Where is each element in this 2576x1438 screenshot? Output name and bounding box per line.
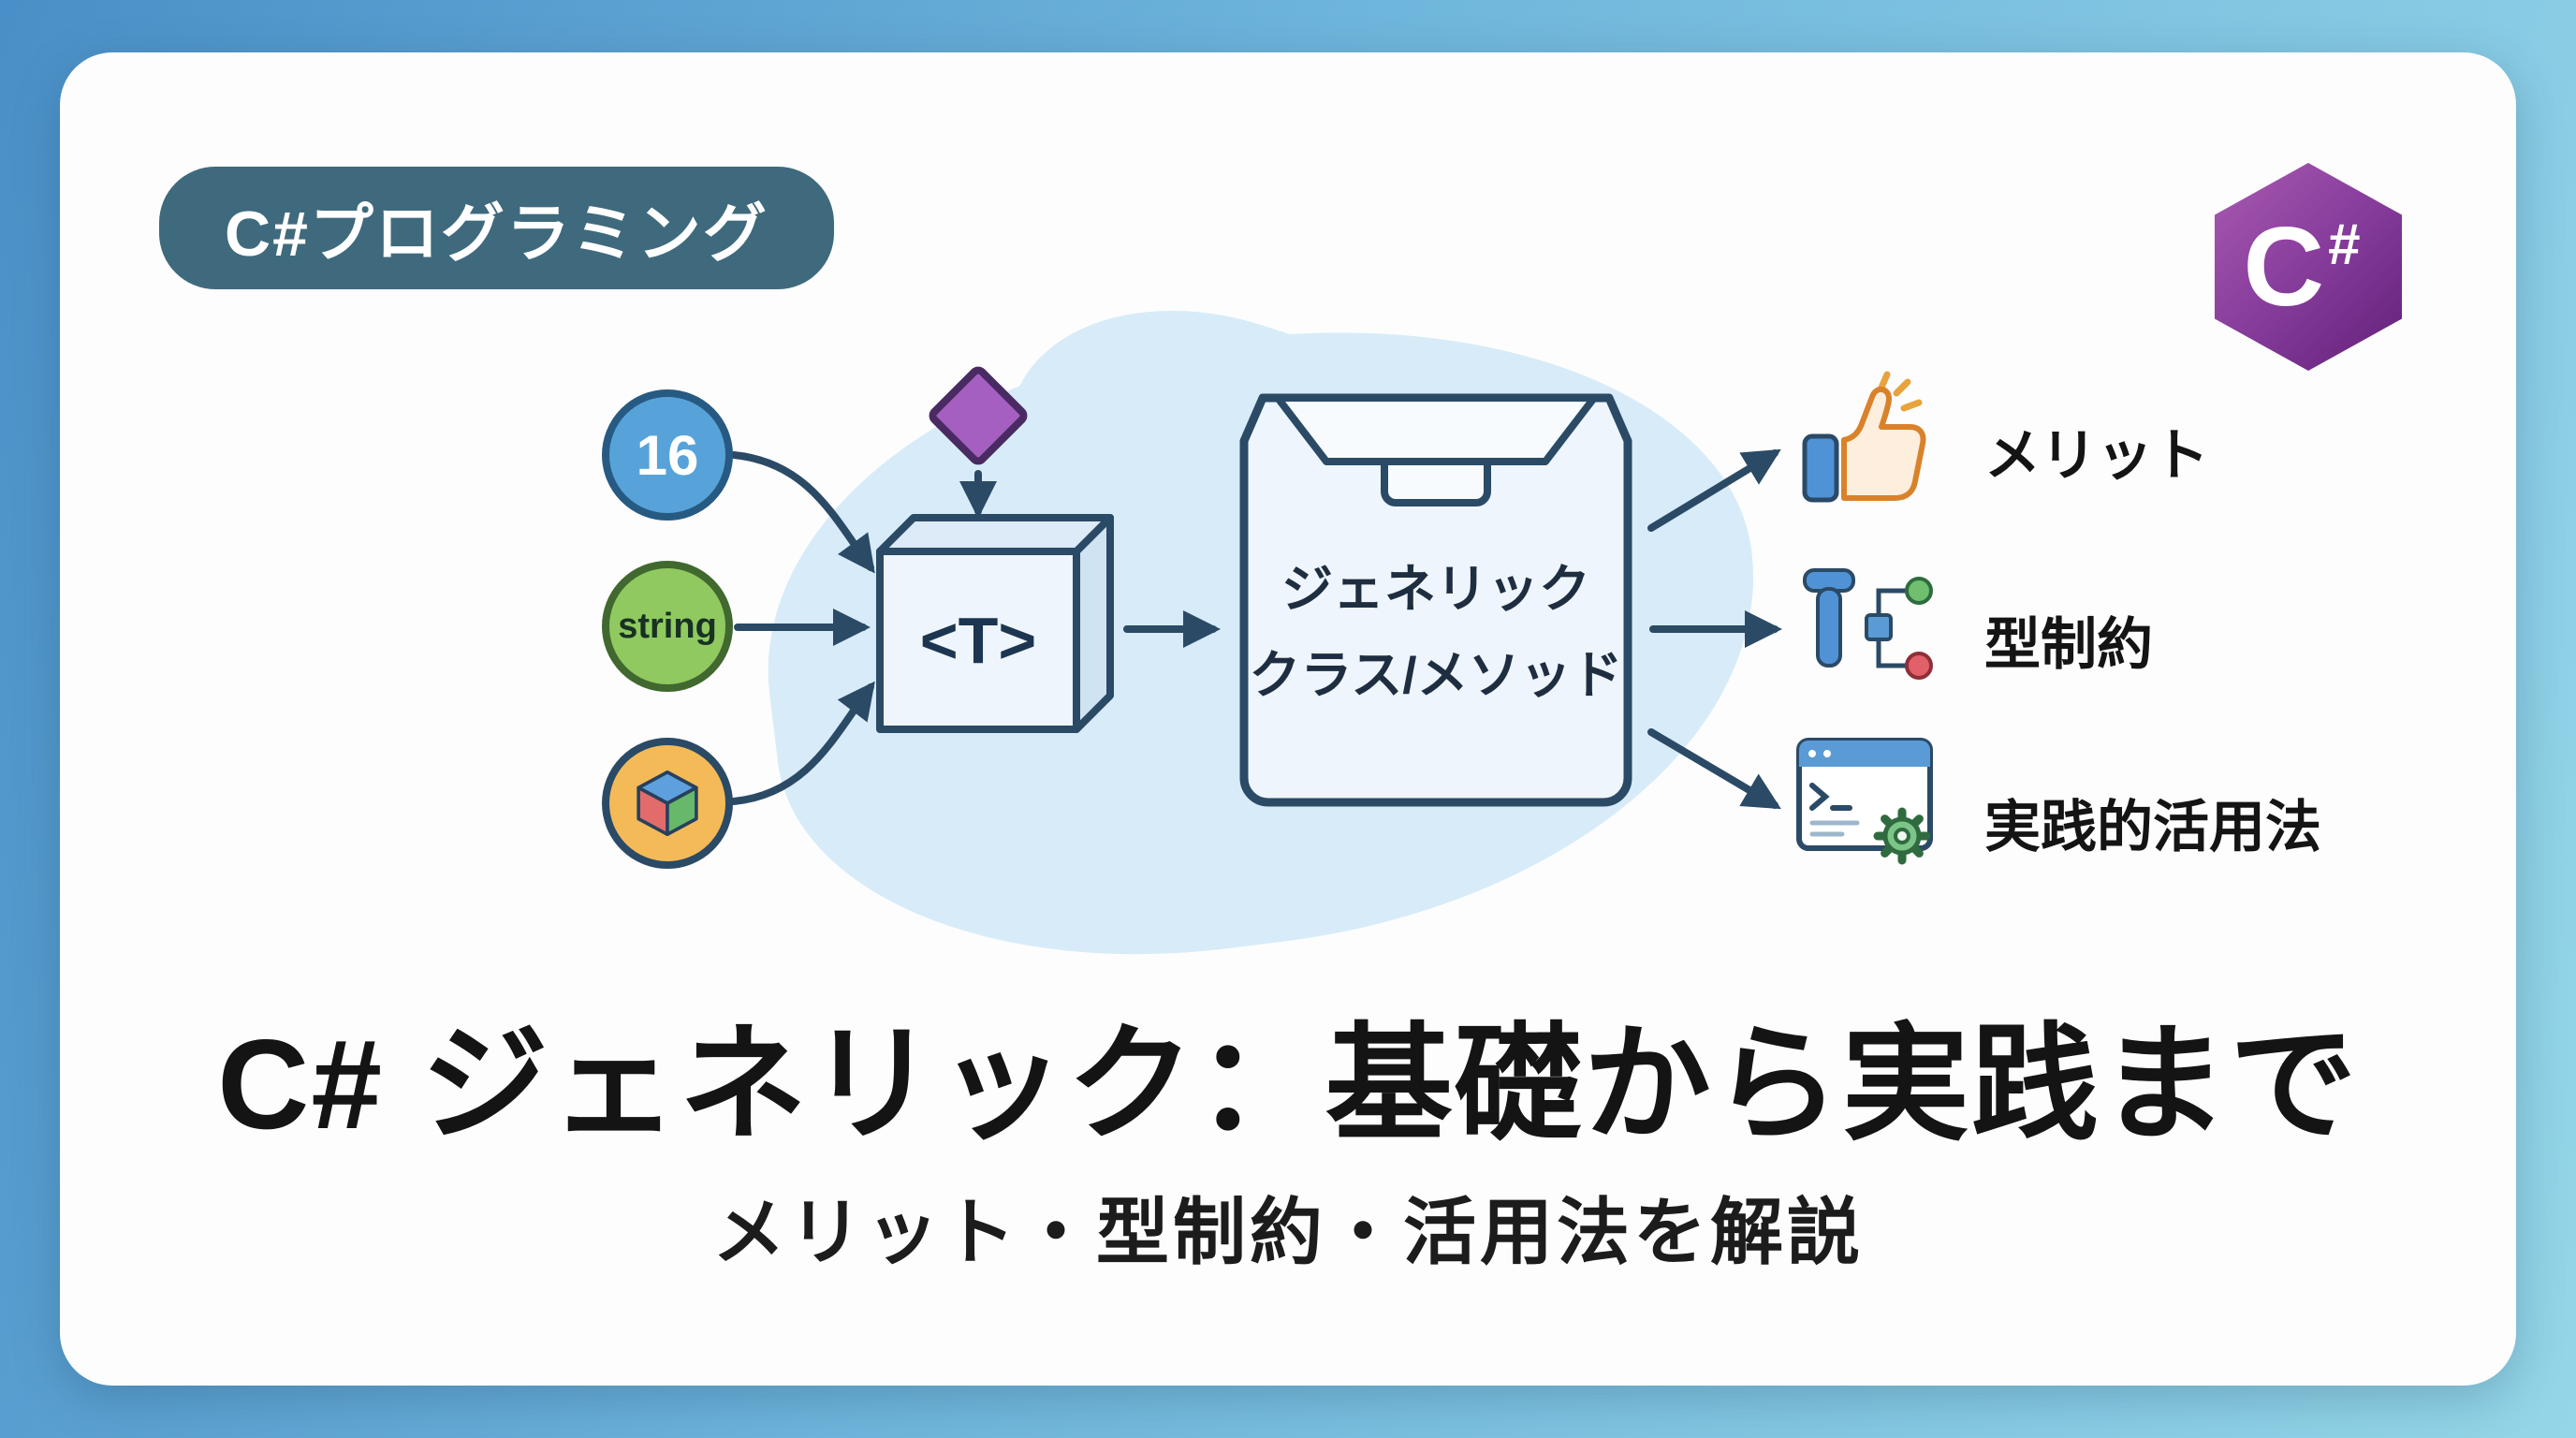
- input-int-label: 16: [636, 423, 699, 487]
- category-badge: C#プログラミング: [159, 167, 834, 289]
- generic-container-box: [1239, 393, 1632, 807]
- gear-icon: [1873, 807, 1931, 865]
- input-string-circle: string: [602, 561, 733, 692]
- type-parameter-box: [876, 514, 1114, 733]
- generic-container-line1: ジェネリック: [1281, 560, 1590, 618]
- type-parameter-label: <T>: [919, 604, 1037, 677]
- logo-letter: C: [2243, 204, 2325, 330]
- category-badge-label: C#プログラミング: [225, 198, 768, 270]
- output-label-merit: メリット: [1984, 424, 2209, 487]
- type-constraint-icon: [1803, 568, 1933, 680]
- input-string-label: string: [618, 606, 717, 646]
- code-window-gear-icon: [1796, 738, 1933, 865]
- output-label-practical: 実践的活用法: [1984, 796, 2321, 858]
- input-object-circle: [602, 738, 733, 869]
- subtitle: メリット・型制約・活用法を解説: [711, 1191, 1864, 1273]
- main-title: C# ジェネリック：基礎から実践まで: [217, 1013, 2359, 1155]
- content-card: C#プログラミング C # 1: [60, 52, 2516, 1386]
- logo-sharp: #: [2328, 213, 2361, 277]
- input-int-circle: 16: [602, 389, 733, 521]
- generic-container-label: ジェネリック クラス/メソッド: [1229, 447, 1643, 808]
- thumbs-up-icon: [1802, 371, 1926, 503]
- cube-icon: [637, 770, 698, 837]
- output-label-constraint: 型制約: [1984, 613, 2153, 676]
- generic-container-line2: クラス/メソッド: [1249, 646, 1623, 704]
